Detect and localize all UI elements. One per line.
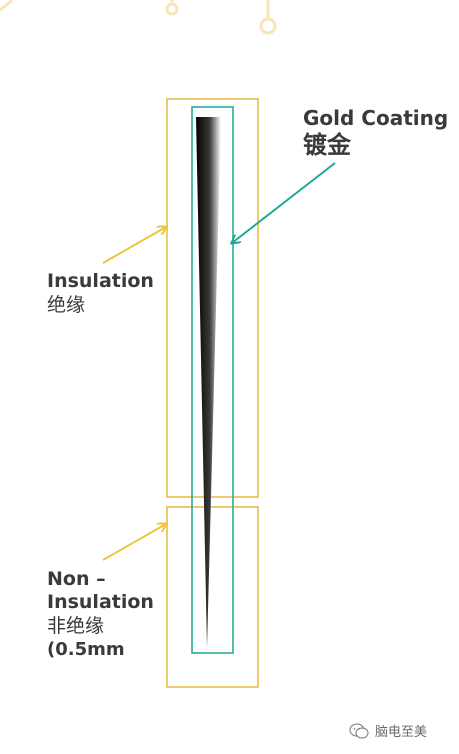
gold-coating-label-zh: 镀金 xyxy=(303,131,351,159)
insulation-label: Insulation 绝缘 xyxy=(47,270,154,317)
wechat-icon xyxy=(349,722,369,739)
watermark-text: 脑电至美 xyxy=(375,725,428,740)
watermark: 脑电至美 xyxy=(349,721,427,740)
insulation-region-box xyxy=(166,98,259,498)
non-insulation-label-en-2: Insulation xyxy=(47,591,154,613)
top-decoration xyxy=(0,0,277,35)
decoration-node xyxy=(165,2,179,16)
non-insulation-label: Non – Insulation 非绝缘 (0.5mm xyxy=(47,568,154,661)
gold-coating-outline xyxy=(191,106,234,654)
decoration-trace-left xyxy=(0,0,14,12)
non-insulation-region-box xyxy=(166,506,259,688)
non-insulation-arrow xyxy=(102,524,166,561)
gold-coating-label-en: Gold Coating xyxy=(303,106,449,130)
insulation-arrow xyxy=(102,227,166,264)
non-insulation-label-en-1: Non – xyxy=(47,568,106,590)
insulation-label-zh: 绝缘 xyxy=(47,294,86,316)
gold-coating-arrow xyxy=(232,162,336,243)
needle-electrode xyxy=(196,117,221,648)
gold-coating-label: Gold Coating 镀金 xyxy=(303,107,448,160)
decoration-node-right xyxy=(259,17,277,35)
non-insulation-label-zh: 非绝缘 xyxy=(47,615,105,637)
insulation-label-en: Insulation xyxy=(47,270,154,292)
non-insulation-spec: (0.5mm xyxy=(47,639,125,660)
